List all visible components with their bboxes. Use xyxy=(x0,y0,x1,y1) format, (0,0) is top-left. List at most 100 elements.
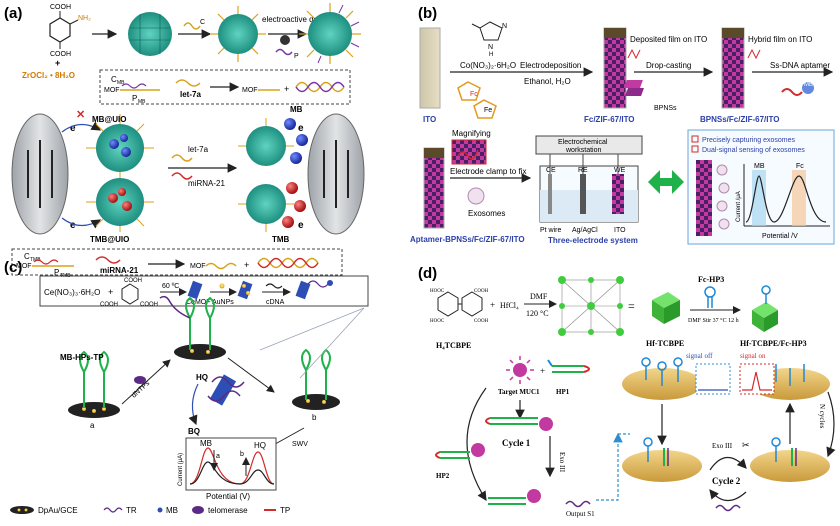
plus-a3: + xyxy=(244,260,249,270)
uio-mof-cluster xyxy=(128,12,172,56)
released-mof-mb xyxy=(238,118,294,166)
exo2-label: Exo III xyxy=(712,442,733,450)
electrodeposition-label: Electrodeposition xyxy=(520,61,581,70)
fc-zif-label: Fc/ZIF-67/ITO xyxy=(584,115,635,124)
ferrocene-molecule: Fc Fe xyxy=(457,81,497,119)
fc-hp3-label: Fc-HP3 xyxy=(698,275,724,284)
tcbpe-molecule: HOOC HOOC COOH COOH xyxy=(430,289,489,324)
co-salt-label: Co(NO₃)₂·6H₂O xyxy=(460,61,516,70)
panel-c-legend: DpAu/GCE TR MB telomerase TP xyxy=(10,506,290,515)
hp1-hairpin xyxy=(547,359,590,373)
check-2 xyxy=(691,145,699,153)
exo3-label: Exo III xyxy=(558,452,566,473)
mof-label-1: MOF xyxy=(104,87,120,94)
btc-cooh-2: COOH xyxy=(100,302,118,308)
extended-probe xyxy=(159,295,226,360)
drop-casting-label: Drop-casting xyxy=(646,61,691,70)
dye-loaded-mof xyxy=(299,3,361,64)
label-c: C xyxy=(200,19,205,26)
h4tcbpe-label: H₄TCBPE xyxy=(436,341,471,350)
dual-signal-plot: MB Fc Current /μA Potential /V xyxy=(736,163,830,240)
cond-label: DMF Stir 37 °C 12 h xyxy=(688,317,739,324)
s1-recycle-icon xyxy=(715,504,741,512)
exosomes-label: Exosomes xyxy=(468,209,505,218)
solvent-label: Ethanol, H₂O xyxy=(524,77,571,86)
we-label: WE xyxy=(614,167,626,174)
ncycles-arc xyxy=(826,391,836,458)
workstation-label-1: Electrochemical xyxy=(558,139,608,146)
panel-c-letter: (c) xyxy=(4,259,22,276)
c-tmb-sub: TMB xyxy=(30,257,41,263)
free-tmb-1 xyxy=(286,182,298,194)
workstation-label-2: workstation xyxy=(565,147,602,154)
mir21-strand-icon xyxy=(171,172,193,180)
free-mb-3 xyxy=(290,152,302,164)
arrow-c4 xyxy=(121,359,171,405)
released-mof-tmb xyxy=(238,184,294,232)
hybrid-label: Hybrid film on ITO xyxy=(748,35,812,44)
fc-zif-top xyxy=(604,28,626,38)
plus-c1: + xyxy=(108,287,113,297)
double-arrow-icon xyxy=(648,170,684,194)
c-mb: C xyxy=(111,75,117,84)
aptamer-electrode-label: Aptamer-BPNSs/Fc/ZIF-67/ITO xyxy=(410,235,525,244)
platform-right-bottom xyxy=(750,437,830,482)
target-let7a: let-7a xyxy=(180,90,201,99)
aunps-label: AuNPs xyxy=(212,299,234,306)
functionalized-cube xyxy=(752,285,778,332)
mof-with-probes xyxy=(210,6,266,62)
bq-label: BQ xyxy=(188,427,200,436)
hfcl4-label: HfCl₄ xyxy=(500,301,519,310)
state-a-label: a xyxy=(90,421,95,430)
exosome-icon xyxy=(467,187,485,205)
cooh-1: COOH xyxy=(474,289,489,294)
tmb-probe-box xyxy=(11,248,343,276)
dye-sphere-icon xyxy=(280,35,290,45)
state-b-label: b xyxy=(312,413,317,422)
hp3-hairpin-icon xyxy=(704,286,716,308)
zoom-glyph-2 xyxy=(747,48,761,60)
ce-label: CE xyxy=(546,167,556,174)
mb-tag-label: MB xyxy=(804,82,813,88)
block-x-icon: ✕ xyxy=(76,109,85,121)
bpns-label: BPNSs xyxy=(654,105,677,112)
cooh-bottom-label: COOH xyxy=(50,51,71,58)
btc-molecule: COOH COOH COOH xyxy=(100,278,158,308)
capture-dna-icon xyxy=(183,22,201,30)
plot-mb-label: MB xyxy=(754,163,765,170)
plus-d1: + xyxy=(490,300,495,310)
aptamer-slide-top xyxy=(424,148,444,158)
zr-salt-label: ZrOCl₂ • 8H₂O xyxy=(22,71,75,80)
legend-mb: MB xyxy=(166,506,178,515)
cdna-label: cDNA xyxy=(266,299,285,306)
electroactive-label: electroactive dyes xyxy=(262,15,326,24)
panel-d-letter: (d) xyxy=(418,265,437,282)
c-tmb: C xyxy=(24,252,30,261)
pt-label: Pt wire xyxy=(540,227,562,234)
clamp-label: Electrode clamp to fix xyxy=(450,167,526,176)
btc-cooh-1: COOH xyxy=(124,278,142,284)
nanotag-complex xyxy=(207,374,245,406)
fc-zif-slide xyxy=(603,27,627,109)
duplex-helix-1 xyxy=(295,81,345,93)
cemof-rod xyxy=(187,280,203,300)
deposited-label: Deposited film on ITO xyxy=(630,35,707,44)
target-mir21: miRNA-21 xyxy=(100,266,139,275)
mof-label-3: MOF xyxy=(16,263,32,270)
btc-cooh-3: COOH xyxy=(140,302,158,308)
imidazole-n: N xyxy=(502,23,507,30)
nh2-label: NH₂ xyxy=(78,15,91,22)
hp2-complex xyxy=(435,443,485,459)
plot-xlabel: Potential /V xyxy=(762,233,798,240)
cycle2-arc-bottom xyxy=(709,489,747,502)
imidazole-nh: N xyxy=(488,44,493,51)
temp-label: 60 ºC xyxy=(162,283,179,290)
tmb-uio-particle xyxy=(86,178,154,232)
electron-label-2: e xyxy=(70,220,76,231)
let7a-strand-icon xyxy=(171,154,193,162)
signal-off-box xyxy=(695,363,731,395)
swv-plot: MB a b HQ xyxy=(189,439,275,485)
mb-tag-icon xyxy=(802,82,814,94)
ce-salt-label: Ce(NO₃)₃·6H₂O xyxy=(44,288,100,297)
